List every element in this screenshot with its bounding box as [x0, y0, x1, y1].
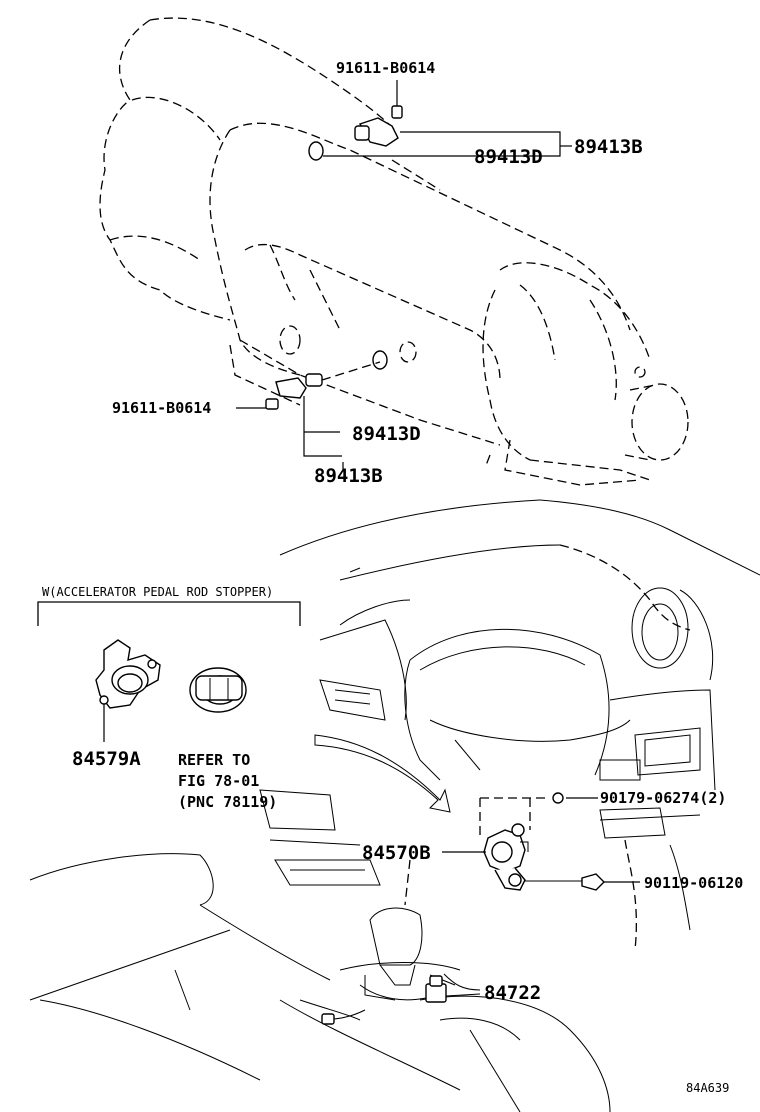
- label-nut-part: 90179-06274(2): [600, 789, 726, 807]
- leaders-dashboard: [442, 797, 640, 883]
- label-switch-part: 84570B: [362, 842, 431, 864]
- leaders-upper: [323, 80, 572, 191]
- label-sensor-lower: 89413B: [314, 465, 383, 487]
- refer-line-3: (PNC 78119): [178, 793, 277, 811]
- figure-code: 84A639: [686, 1081, 729, 1095]
- label-screw-part: 90119-06120: [644, 874, 743, 892]
- refer-line-2: FIG 78-01: [178, 772, 259, 790]
- label-oring-upper: 89413D: [474, 146, 543, 168]
- connector-assembly: [359, 973, 481, 1003]
- label-inset-part: 84579A: [72, 748, 141, 770]
- label-sensor-upper: 89413B: [574, 136, 643, 158]
- leaders-lower: [236, 396, 344, 470]
- pedal-stopper-bracket: [95, 639, 161, 742]
- transmission-housing: [99, 17, 689, 486]
- label-bolt-lower: 91611-B0614: [112, 399, 211, 417]
- inset-panel: W(ACCELERATOR PEDAL ROD STOPPER) 84579A …: [37, 585, 301, 811]
- lower-sensor-assembly: [265, 350, 388, 410]
- upper-sensor-assembly: [308, 105, 403, 161]
- label-bolt-upper: 91611-B0614: [336, 59, 435, 77]
- label-connector-part: 84722: [484, 982, 541, 1004]
- stop-lamp-switch-assembly: [479, 792, 605, 891]
- inset-title: W(ACCELERATOR PEDAL ROD STOPPER): [42, 585, 273, 599]
- refer-part-drawing: [189, 667, 247, 713]
- refer-line-1: REFER TO: [178, 751, 250, 769]
- label-oring-lower: 89413D: [352, 423, 421, 445]
- dashboard-outline: [29, 499, 760, 1112]
